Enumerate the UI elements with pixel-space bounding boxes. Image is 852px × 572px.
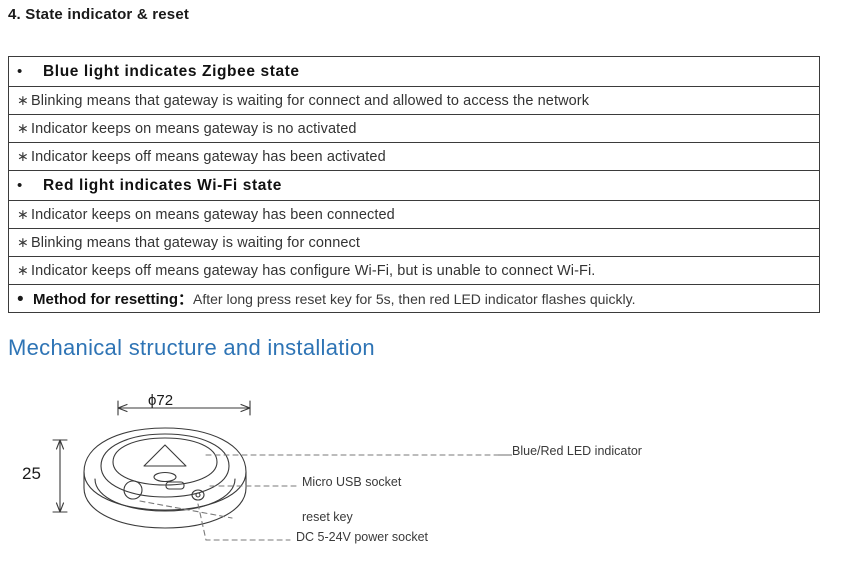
table-body: •Blue light indicates Zigbee state ∗Blin… <box>8 56 820 313</box>
top-oval-detail <box>153 471 177 483</box>
table-row: • Blue light indicates Zigbee state <box>8 56 820 87</box>
row-label: Indicator keeps on means gateway is no a… <box>31 121 357 137</box>
top-face-ellipse <box>100 433 230 498</box>
row-label: Indicator keeps on means gateway has bee… <box>31 207 395 223</box>
table-row: ∗Indicator keeps on means gateway is no … <box>8 114 820 143</box>
device-body-mid-ellipse <box>83 471 247 511</box>
micro-usb-socket <box>165 481 185 490</box>
bullet-icon: • <box>17 289 24 310</box>
diameter-label: ϕ72 <box>148 392 174 409</box>
led-indicator-window <box>143 444 187 467</box>
page-title: 4. State indicator & reset <box>8 6 190 23</box>
table-cell-blue-on: ∗Indicator keeps on means gateway is no … <box>8 114 820 143</box>
table-cell-red-blinking: ∗Blinking means that gateway is waiting … <box>8 228 820 257</box>
table-cell-header-red: • Red light indicates Wi-Fi state <box>8 170 820 201</box>
row-label: Blinking means that gateway is waiting f… <box>31 235 361 251</box>
table-cell-blue-blinking: ∗Blinking means that gateway is waiting … <box>8 86 820 115</box>
leader-line-reset <box>139 500 233 519</box>
asterisk-icon: ∗ <box>17 148 29 164</box>
row-label: Blinking means that gateway is waiting f… <box>31 93 590 109</box>
table-cell-reset-method: • Method for resetting：After long press r… <box>8 284 820 313</box>
table-cell-red-on: ∗Indicator keeps on means gateway has be… <box>8 200 820 229</box>
arrow-left <box>117 403 128 413</box>
asterisk-icon: ∗ <box>17 120 29 136</box>
height-label: 25 <box>22 464 41 483</box>
device-body-inner-arc <box>94 478 236 512</box>
asterisk-icon: ∗ <box>17 262 29 278</box>
asterisk-icon: ∗ <box>17 92 29 108</box>
leader-line-dc <box>197 503 291 541</box>
table-cell-header-blue: • Blue light indicates Zigbee state <box>8 56 820 87</box>
callout-reset-key: reset key <box>302 510 353 524</box>
asterisk-icon: ∗ <box>17 234 29 250</box>
mechanical-drawing: Blue/Red LED indicator Micro USB socket … <box>0 382 852 567</box>
table-row: ∗Indicator keeps off means gateway has c… <box>8 256 820 285</box>
table-row: • Method for resetting：After long press r… <box>8 284 820 313</box>
device-body-outline <box>83 427 247 529</box>
bullet-icon: • <box>17 176 23 194</box>
dc-power-socket-pin <box>195 492 201 498</box>
reset-key <box>123 480 143 500</box>
callout-dc-socket: DC 5-24V power socket <box>296 530 429 544</box>
dc-power-socket <box>191 489 205 501</box>
table-row: ∗Indicator keeps on means gateway has be… <box>8 200 820 229</box>
callout-micro-usb: Micro USB socket <box>302 475 402 489</box>
table-row: • Red light indicates Wi-Fi state <box>8 170 820 201</box>
row-label: Blue light indicates Zigbee state <box>43 62 300 80</box>
bullet-icon: • <box>17 62 23 80</box>
state-indicator-table: •Blue light indicates Zigbee state ∗Blin… <box>8 56 820 313</box>
table-row: ∗Blinking means that gateway is waiting … <box>8 86 820 115</box>
arrow-right <box>240 403 251 413</box>
asterisk-icon: ∗ <box>17 206 29 222</box>
table-cell-blue-off: ∗Indicator keeps off means gateway has b… <box>8 142 820 171</box>
table-row: ∗Blinking means that gateway is waiting … <box>8 228 820 257</box>
table-row: ∗Indicator keeps off means gateway has b… <box>8 142 820 171</box>
reset-label: Method for resetting： <box>33 291 193 308</box>
arrow-down <box>55 502 65 513</box>
device-diagram-svg <box>52 400 512 541</box>
mechanical-heading: Mechanical structure and installation <box>8 335 375 360</box>
arrow-up <box>55 439 65 450</box>
reset-description: After long press reset key for 5s, then … <box>193 291 636 307</box>
table-cell-red-off: ∗Indicator keeps off means gateway has c… <box>8 256 820 285</box>
top-face-inner-ellipse <box>112 437 218 486</box>
row-label: Indicator keeps off means gateway has co… <box>31 263 596 279</box>
row-label: Red light indicates Wi-Fi state <box>43 176 282 194</box>
row-label: Indicator keeps off means gateway has be… <box>31 149 386 165</box>
callout-led-indicator: Blue/Red LED indicator <box>512 444 642 458</box>
